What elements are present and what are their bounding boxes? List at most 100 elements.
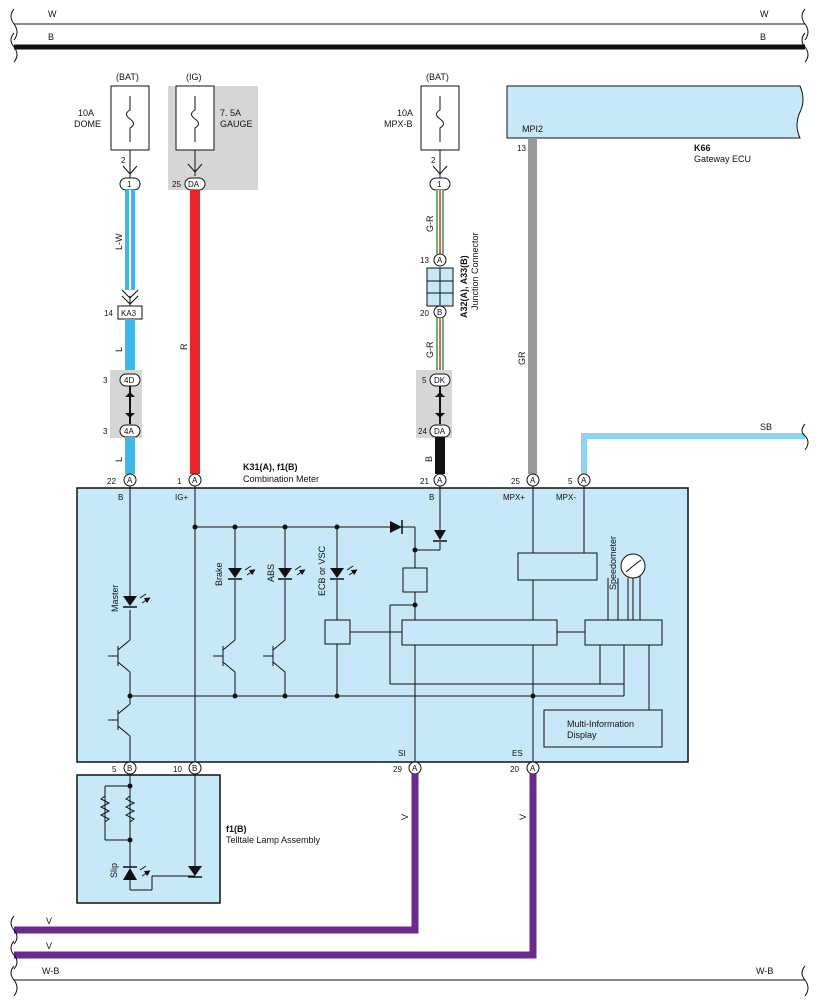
sb-wire: SB	[581, 422, 809, 474]
led-ecb-label: ECB or VSC	[317, 545, 327, 596]
svg-text:22: 22	[107, 477, 116, 486]
bottom-wb-bus: W-B W-B	[10, 965, 809, 997]
transistor-2	[108, 703, 131, 737]
b-wire	[435, 437, 445, 474]
svg-text:A: A	[127, 476, 133, 485]
mpxb-conn-label: 1	[437, 180, 442, 189]
dome-fuse: (BAT) 10A DOME 2 1	[74, 72, 150, 191]
led-master-label: Master	[110, 584, 120, 612]
meter-bottom-pin-4: ES 20 A	[510, 749, 540, 775]
meter-top-pin-5: 5 A MPX-	[556, 473, 591, 502]
v-wire-si: V	[14, 774, 419, 934]
transistor-3	[213, 639, 236, 673]
led-master: Master	[110, 584, 148, 612]
connector-dk-da: 5 DK 24 DA	[416, 370, 452, 438]
meter-internal-circuit	[129, 486, 650, 762]
top-w-label-left: W	[48, 9, 57, 19]
lw-wire: L-W	[114, 190, 139, 306]
svg-text:B: B	[127, 764, 132, 773]
svg-text:SI: SI	[398, 749, 406, 758]
da2-label: DA	[434, 427, 446, 436]
svg-text:A: A	[530, 764, 536, 773]
jc-top-label: A	[437, 256, 443, 265]
svg-text:A: A	[581, 476, 587, 485]
gr-wire	[528, 138, 537, 474]
svg-text:A: A	[437, 476, 443, 485]
svg-text:20: 20	[510, 765, 519, 774]
ka3-pin: 14	[104, 309, 113, 318]
l-wire-label-2: L	[114, 457, 124, 462]
ecb-driver-box	[324, 619, 351, 645]
transistor-4	[263, 639, 286, 673]
dome-fuse-pin: 2	[121, 156, 126, 165]
svg-text:MPX-: MPX-	[556, 493, 576, 502]
top-b-label-left: B	[48, 32, 54, 42]
c4d-pin: 3	[103, 376, 108, 385]
gr-wire-1: G-R	[425, 190, 444, 254]
slip-label: Slip	[109, 863, 119, 878]
v-wire-label-2: V	[518, 814, 528, 820]
meter-bottom-pin-2: 10 B	[173, 761, 202, 775]
svg-text:B: B	[118, 493, 123, 502]
diode-vertical	[433, 530, 447, 542]
transistor-1	[108, 639, 131, 673]
svg-text:B: B	[429, 493, 434, 502]
v-bus-break-2	[10, 940, 18, 970]
gateway-ecu: MPI2 K66 Gateway ECU 13	[506, 85, 804, 164]
telltale-lamp-assembly: Slip f1(B) Telltale Lamp Assembly	[76, 774, 321, 904]
telltale-code: f1(B)	[226, 824, 247, 834]
top-b-bus: B B	[10, 32, 809, 63]
l-wire-segment-1	[125, 319, 135, 371]
junction-name: Junction Connector	[470, 232, 480, 310]
svg-text:21: 21	[420, 477, 429, 486]
gateway-code: K66	[694, 143, 711, 153]
svg-text:25: 25	[511, 477, 520, 486]
gauge-fuse-amps: 7. 5A	[220, 108, 241, 118]
speedometer-label: Speedometer	[608, 536, 618, 590]
r-wire-label: R	[179, 343, 189, 350]
l-wire-label-1: L	[114, 347, 124, 352]
bottom-wb-label-left: W-B	[42, 966, 59, 976]
speedometer-gauge: Speedometer	[608, 536, 646, 620]
regulator-box	[402, 567, 428, 593]
r-wire	[190, 190, 200, 474]
led-brake: Brake	[214, 562, 253, 586]
dome-conn-label: 1	[127, 180, 132, 189]
gauge-pin: 25	[172, 180, 181, 189]
svg-text:10: 10	[173, 765, 182, 774]
svg-text:ES: ES	[512, 749, 523, 758]
mpxb-fuse-name: MPX-B	[384, 119, 413, 129]
svg-text:A: A	[412, 764, 418, 773]
junction-code: A32(A), A33(B)	[459, 255, 469, 318]
meter-code: K31(A), f1(B)	[243, 462, 298, 472]
junction-connector: 13 A 20 B A32(A), A33(B) Junction Connec…	[420, 232, 480, 319]
c4a-pin: 3	[103, 427, 108, 436]
mpi2-pin: 13	[517, 144, 526, 153]
led-ecb: ECB or VSC	[317, 545, 355, 596]
mpxb-fuse-source: (BAT)	[426, 72, 449, 82]
bottom-v-label-1: V	[46, 916, 52, 926]
mpxb-fuse-pin: 2	[431, 156, 436, 165]
gateway-name: Gateway ECU	[694, 154, 751, 164]
b-wire-label: B	[424, 456, 434, 462]
meter-bottom-pin-1: 5 B	[112, 761, 137, 775]
v-bus-break-1	[10, 915, 18, 945]
bottom-v-label-2: V	[46, 941, 52, 951]
dk-label: DK	[434, 376, 446, 385]
gauge-fuse: (IG) 7. 5A GAUGE 25 DA	[168, 72, 258, 191]
svg-text:Display: Display	[567, 730, 597, 740]
ka3-connector: 14 KA3	[104, 305, 143, 320]
meter-name: Combination Meter	[243, 474, 319, 484]
gr-wire-label: GR	[517, 351, 527, 365]
v-wire-label-1: V	[400, 814, 410, 820]
meter-junction-dots	[127, 524, 536, 699]
c4d-label: 4D	[124, 376, 134, 385]
mpxb-fuse-amps: 10A	[397, 108, 413, 118]
c4a-label: 4A	[124, 427, 134, 436]
svg-text:5: 5	[568, 477, 573, 486]
led-abs-label: ABS	[266, 564, 276, 582]
top-w-bus: W W	[10, 8, 809, 41]
mpxb-fuse: (BAT) 10A MPX-B 2 1	[384, 72, 460, 191]
svg-text:29: 29	[393, 765, 402, 774]
